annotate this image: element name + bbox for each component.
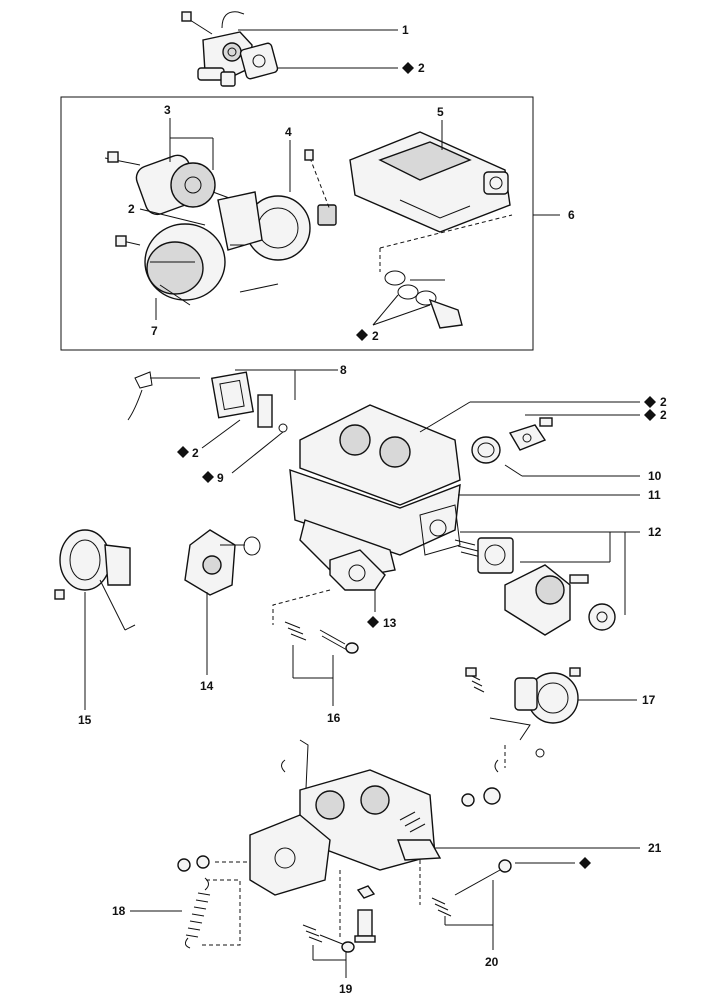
leader-2d bbox=[201, 419, 241, 449]
part-12-accelerator-pump bbox=[454, 537, 616, 636]
leader-2e-a bbox=[419, 401, 471, 433]
leader-2c-a bbox=[372, 294, 399, 326]
part-14-choke-lever bbox=[184, 529, 261, 596]
label-3: 3 bbox=[164, 103, 171, 117]
label-17: 17 bbox=[642, 693, 656, 707]
leader-9 bbox=[231, 431, 284, 474]
part-8-linkage bbox=[127, 371, 288, 433]
label-19: 19 bbox=[339, 982, 353, 996]
diamond-icon bbox=[644, 396, 656, 408]
diamond-icon bbox=[579, 857, 591, 869]
label-21: 21 bbox=[648, 841, 662, 855]
label-10: 10 bbox=[648, 469, 662, 483]
label-14: 14 bbox=[200, 679, 214, 693]
diamond-icon bbox=[356, 329, 368, 341]
label-4: 4 bbox=[285, 125, 292, 139]
label-1: 1 bbox=[402, 23, 409, 37]
label-13: 13 bbox=[383, 616, 397, 630]
label-15: 15 bbox=[78, 713, 92, 727]
diamond-icon bbox=[202, 471, 214, 483]
label-12: 12 bbox=[648, 525, 662, 539]
part-15-vacuum-actuator bbox=[54, 529, 136, 631]
part-4-choke-housing bbox=[217, 149, 337, 261]
label-5: 5 bbox=[437, 105, 444, 119]
label-9: 9 bbox=[217, 471, 224, 485]
assembly-box bbox=[60, 96, 534, 351]
label-8: 8 bbox=[340, 363, 347, 377]
leader-2c-b bbox=[372, 304, 431, 326]
label-2a: 2 bbox=[418, 61, 425, 75]
part-11-carb-body bbox=[289, 404, 461, 581]
label-2b: 2 bbox=[128, 202, 135, 216]
part-19-screws bbox=[302, 870, 376, 953]
part-10-gasket bbox=[471, 417, 553, 464]
part-21-throttle-body bbox=[249, 739, 501, 896]
label-2e: 2 bbox=[660, 395, 667, 409]
label-2c: 2 bbox=[372, 329, 379, 343]
part-17-dashpot bbox=[465, 667, 581, 773]
label-20: 20 bbox=[485, 955, 499, 969]
label-2d: 2 bbox=[192, 446, 199, 460]
label-6: 6 bbox=[568, 208, 575, 222]
part-7-vacuum-unit bbox=[115, 223, 279, 306]
label-16: 16 bbox=[327, 711, 341, 725]
label-2f: 2 bbox=[660, 408, 667, 422]
part-3-diaphragm bbox=[104, 151, 241, 216]
diamond-icon bbox=[367, 616, 379, 628]
part-16-screws bbox=[284, 621, 359, 654]
diamond-icon bbox=[644, 409, 656, 421]
label-7: 7 bbox=[151, 324, 158, 338]
label-18: 18 bbox=[112, 904, 126, 918]
diamond-icon bbox=[177, 446, 189, 458]
part-20-idle-screw bbox=[419, 859, 512, 917]
part-13-base-gasket bbox=[272, 549, 386, 625]
leader-10a bbox=[504, 464, 523, 477]
leader-2b bbox=[139, 208, 206, 226]
box-gaskets bbox=[379, 214, 513, 329]
diamond-icon bbox=[402, 62, 414, 74]
part-18-spring bbox=[177, 855, 250, 949]
part-5-carb-cover bbox=[349, 131, 511, 233]
label-11: 11 bbox=[648, 488, 661, 502]
part-1-fuel-pump bbox=[181, 11, 279, 87]
